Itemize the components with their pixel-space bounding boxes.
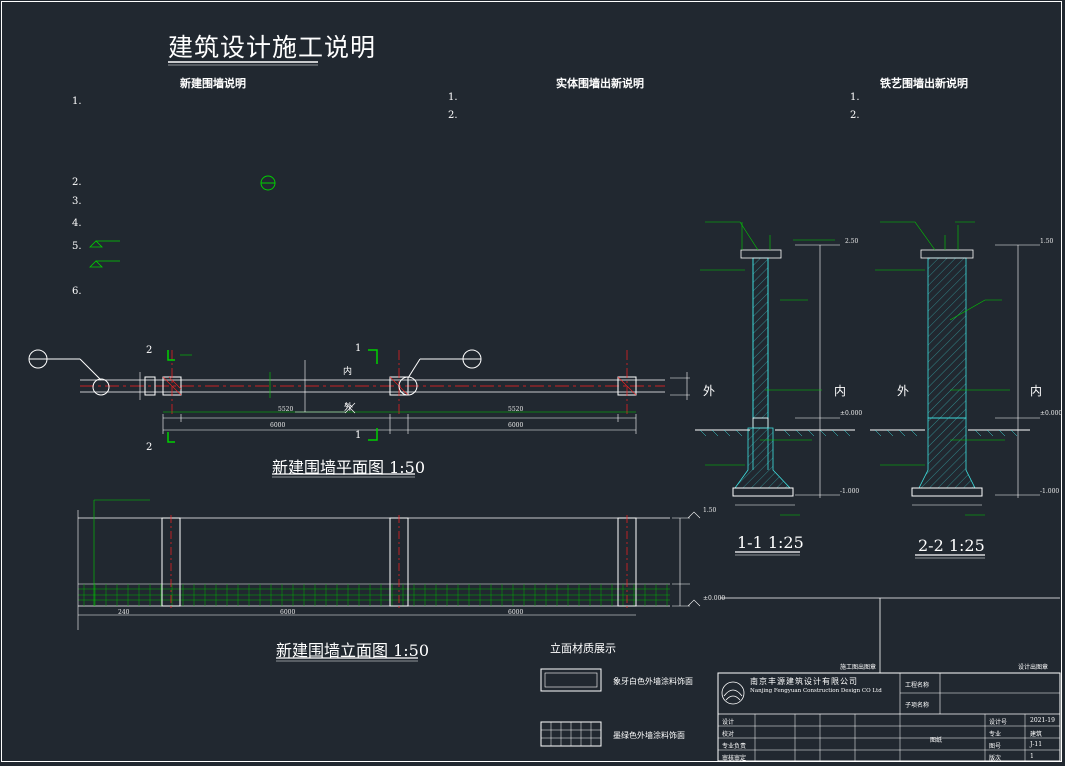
section2-level: 1.50 [1040, 238, 1054, 245]
section1-title: 1-1 1:25 [737, 533, 804, 552]
note-item: 3. [72, 196, 82, 207]
section2-outside-label: 外 [897, 384, 910, 398]
section1-outside-label: 外 [703, 384, 716, 398]
section1-level: 2.50 [845, 238, 859, 245]
section1-level: -1.000 [840, 488, 860, 495]
section1-level: ±0.000 [840, 410, 863, 417]
section2-level: -1.000 [1040, 488, 1060, 495]
tb-row: 设计 [722, 719, 735, 726]
section2-level: ±0.000 [1040, 410, 1063, 417]
tb-row: 审核审定 [722, 755, 747, 762]
tb-right-row: 图号 [989, 743, 1002, 750]
section1-inside-label: 内 [834, 384, 847, 398]
company-logo-icon [721, 681, 745, 705]
project-label: 工程名称 [905, 682, 930, 689]
sheet-title: 建筑设计施工说明 [168, 33, 377, 62]
elev-dim: 6000 [280, 609, 296, 616]
wall-plan [28, 349, 690, 443]
stamp-label: 施工图出图章 [840, 664, 877, 671]
tb-row: 专业负责 [722, 743, 747, 750]
elevation-title: 新建围墙立面图 1:50 [276, 641, 430, 660]
plan-inside-label: 内 [343, 367, 353, 377]
elev-dim: 240 [118, 609, 130, 616]
tb-right-val: 2021-19 [1030, 717, 1055, 724]
title-block [717, 597, 1061, 762]
legend-title: 立面材质展示 [550, 642, 616, 655]
notes-col3-heading: 铁艺围墙出新说明 [880, 77, 968, 90]
note-item: 2. [448, 110, 458, 121]
plan-title: 新建围墙平面图 1:50 [272, 458, 426, 477]
tb-right-row: 专业 [989, 731, 1002, 738]
legend-item-label: 象牙白色外墙涂料饰面 [613, 677, 693, 686]
company-name: 南京丰源建筑设计有限公司 [750, 677, 858, 686]
section-2-2 [870, 221, 1040, 516]
section2-inside-label: 内 [1030, 384, 1043, 398]
note-item: 1. [448, 92, 458, 103]
wall-elevation [77, 499, 701, 630]
tb-right-val: J-11 [1030, 741, 1043, 748]
level-mark-icons [89, 240, 120, 268]
note-item: 2. [850, 110, 860, 121]
cut-label: 2 [146, 345, 153, 356]
note-item: 4. [72, 218, 82, 229]
elev-level: ±0.000 [703, 595, 726, 602]
cut-label: 2 [146, 442, 153, 453]
drawing-label: 图纸 [930, 737, 943, 744]
subproject-label: 子项名称 [905, 702, 930, 709]
plan-outside-label: 外 [344, 403, 354, 413]
plan-dim: 5520 [278, 406, 294, 413]
notes-col1-heading: 新建围墙说明 [180, 77, 246, 90]
note-item: 1. [850, 92, 860, 103]
tb-right-row: 设计号 [989, 719, 1008, 726]
note-item: 2. [72, 177, 82, 188]
section-1-1 [695, 221, 855, 516]
plan-dim: 6000 [508, 422, 524, 429]
note-item: 5. [72, 241, 82, 252]
note-item: 1. [72, 96, 82, 107]
legend-swatch-ivory [540, 668, 602, 692]
stamp-label: 设计出图章 [1018, 664, 1049, 671]
note-item: 6. [72, 286, 82, 297]
plan-dim: 6000 [270, 422, 286, 429]
notes-col2-heading: 实体围墙出新说明 [556, 77, 644, 90]
tb-right-val: 建筑 [1030, 731, 1043, 738]
cut-label: 1 [355, 343, 362, 354]
tb-row: 校对 [722, 731, 735, 738]
tb-right-row: 版次 [989, 755, 1002, 762]
elev-level: 1.50 [703, 507, 717, 514]
cut-label: 1 [355, 430, 362, 441]
plan-dim: 5520 [508, 406, 524, 413]
company-name-en: Nanjing Fengyuan Construction Design CO … [750, 688, 882, 694]
section2-title: 2-2 1:25 [918, 536, 985, 555]
elev-dim: 6000 [508, 609, 524, 616]
tb-right-val: 1 [1030, 753, 1034, 760]
legend-item-label: 墨绿色外墙涂料饰面 [613, 731, 685, 740]
